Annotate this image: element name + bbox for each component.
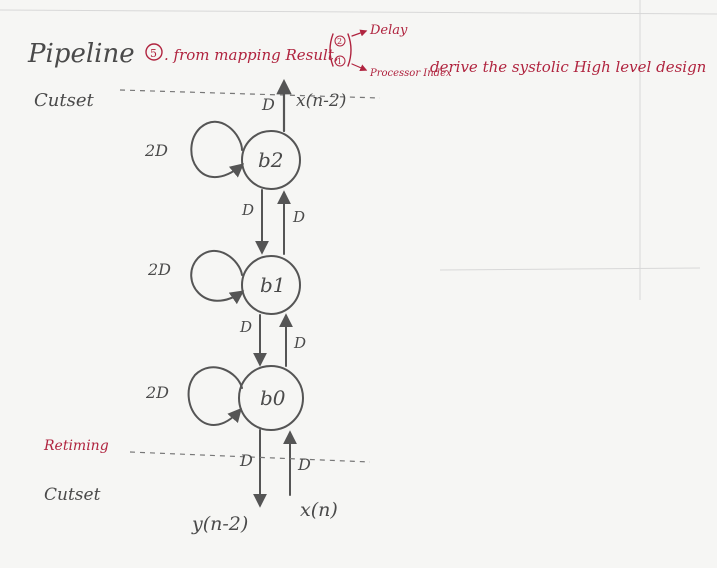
header-title: Pipeline <box>27 39 135 69</box>
cutset-top-label: Cutset <box>34 90 94 111</box>
cutset-top-line <box>119 89 381 99</box>
node-b2-loop-delay: 2D <box>144 141 168 160</box>
cutset-top: Cutset D x(n-2) <box>34 89 381 114</box>
note-bottom: Processor Index <box>369 68 452 79</box>
step-number-circle <box>145 43 163 61</box>
note-bottom-text: Processor Index <box>369 68 452 79</box>
paper-lines <box>0 0 717 300</box>
header-text: . from mapping Result, <box>164 46 339 64</box>
node-b2: b2 2D <box>144 120 301 190</box>
cutset-bottom-line <box>129 451 371 463</box>
cutset-bottom-label-retiming: Retiming <box>43 438 109 454</box>
node-b2-label: b2 <box>258 148 284 172</box>
edge-b2-b1-delay-down: D <box>241 201 254 219</box>
node-b0: b0 2D <box>145 365 304 431</box>
node-b1-label: b1 <box>260 273 286 297</box>
cutset-top-delay: D <box>261 95 275 114</box>
output-label: y(n-2) <box>191 513 248 535</box>
edge-b1-b0-delay-down: D <box>239 318 252 336</box>
node-b0-label: b0 <box>260 386 286 410</box>
header-step-number: 5 <box>150 47 157 60</box>
header-bracket <box>329 33 334 67</box>
cutset-bottom: Retiming Cutset D D y(n-2) x(n) <box>43 438 371 535</box>
cutset-top-input: x(n-2) <box>296 91 346 111</box>
node-b1-loop-delay: 2D <box>147 260 171 279</box>
node-b0-loop-delay: 2D <box>145 383 169 402</box>
node-b2-self-loop <box>190 120 245 179</box>
cutset-bottom-label-cutset: Cutset <box>44 485 101 505</box>
edge-b0-b1-delay-up: D <box>293 334 306 352</box>
cutset-bottom-delay-left: D <box>239 451 253 470</box>
node-b2-circle <box>241 130 301 190</box>
input-label: x(n) <box>300 499 338 521</box>
cutset-bottom-delay-right: D <box>297 455 311 474</box>
node-b1-circle <box>241 255 301 315</box>
node-b1: b1 2D <box>147 250 301 315</box>
note-bottom-num: 1 <box>337 57 342 66</box>
node-b1-self-loop <box>190 250 245 305</box>
node-b0-circle <box>238 365 304 431</box>
note-top: Delay <box>369 23 408 38</box>
edges: D D D D <box>239 78 306 508</box>
edge-b1-b2-delay-up: D <box>292 208 305 226</box>
header-trailing: derive the systolic High level design <box>430 58 706 76</box>
header: Pipeline 5 . from mapping Result, 2 1 De… <box>27 23 706 79</box>
node-b0-self-loop <box>187 366 243 426</box>
note-top-num: 2 <box>337 37 342 46</box>
